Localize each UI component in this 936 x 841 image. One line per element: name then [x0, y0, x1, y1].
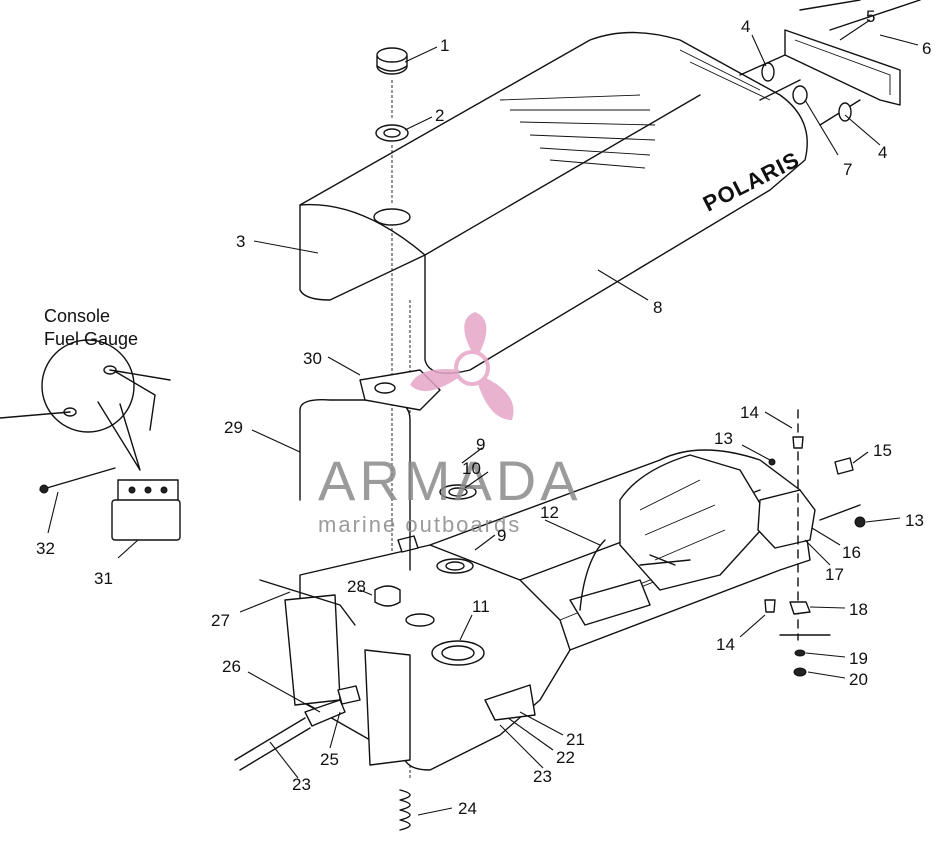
fuel-cap	[376, 47, 408, 75]
callout-4-right: 4	[878, 143, 887, 162]
callout-5: 5	[866, 7, 875, 26]
console-fuel-gauge	[0, 339, 181, 541]
callout-22: 22	[556, 748, 575, 767]
callout-23-right: 23	[533, 767, 552, 786]
gauge-caption-line2: Fuel Gauge	[44, 329, 138, 349]
callout-29: 29	[224, 418, 243, 437]
spring	[399, 789, 411, 831]
callout-27: 27	[211, 611, 230, 630]
callout-31: 31	[94, 569, 113, 588]
callout-4-top: 4	[741, 17, 750, 36]
callout-32: 32	[36, 539, 55, 558]
cap-gasket	[375, 124, 409, 142]
callout-2: 2	[435, 106, 444, 125]
callout-23-left: 23	[292, 775, 311, 794]
callout-24: 24	[458, 799, 477, 818]
callout-9-top: 9	[476, 435, 485, 454]
gauge-caption-line1: Console	[44, 306, 110, 326]
callout-18: 18	[849, 600, 868, 619]
callout-26: 26	[222, 657, 241, 676]
mount-hardware	[757, 409, 866, 677]
callout-21: 21	[566, 730, 585, 749]
callout-17: 17	[825, 565, 844, 584]
callout-3: 3	[236, 232, 245, 251]
callout-numbers: 1 2 3 4 4 5 6 7 8 9 9 10 11 12 13 13 14 …	[36, 7, 931, 818]
callout-1: 1	[440, 36, 449, 55]
seat-assembly: POLARIS	[299, 31, 808, 374]
callout-30: 30	[303, 349, 322, 368]
callout-13-right: 13	[905, 511, 924, 530]
propeller-logo	[410, 312, 514, 420]
callout-14-bottom: 14	[716, 635, 735, 654]
callout-8: 8	[653, 298, 662, 317]
callout-12: 12	[540, 503, 559, 522]
callout-7: 7	[843, 160, 852, 179]
rear-bracket	[739, 0, 921, 126]
watermark-subtitle: marine outboards	[318, 512, 521, 537]
callout-20: 20	[849, 670, 868, 689]
leader-lines	[47, 19, 919, 816]
callout-13-left: 13	[714, 429, 733, 448]
callout-14-top: 14	[740, 403, 759, 422]
watermark-title: ARMADA	[318, 449, 582, 512]
callout-10: 10	[462, 459, 481, 478]
callout-28: 28	[347, 577, 366, 596]
fuel-tank	[259, 449, 811, 771]
callout-15: 15	[873, 441, 892, 460]
callout-25: 25	[320, 750, 339, 769]
callout-11: 11	[472, 597, 490, 616]
callout-16: 16	[842, 543, 861, 562]
callout-6: 6	[922, 39, 931, 58]
callout-19: 19	[849, 649, 868, 668]
watermark: ARMADA marine outboards	[318, 312, 582, 537]
callout-9-bottom: 9	[497, 526, 506, 545]
